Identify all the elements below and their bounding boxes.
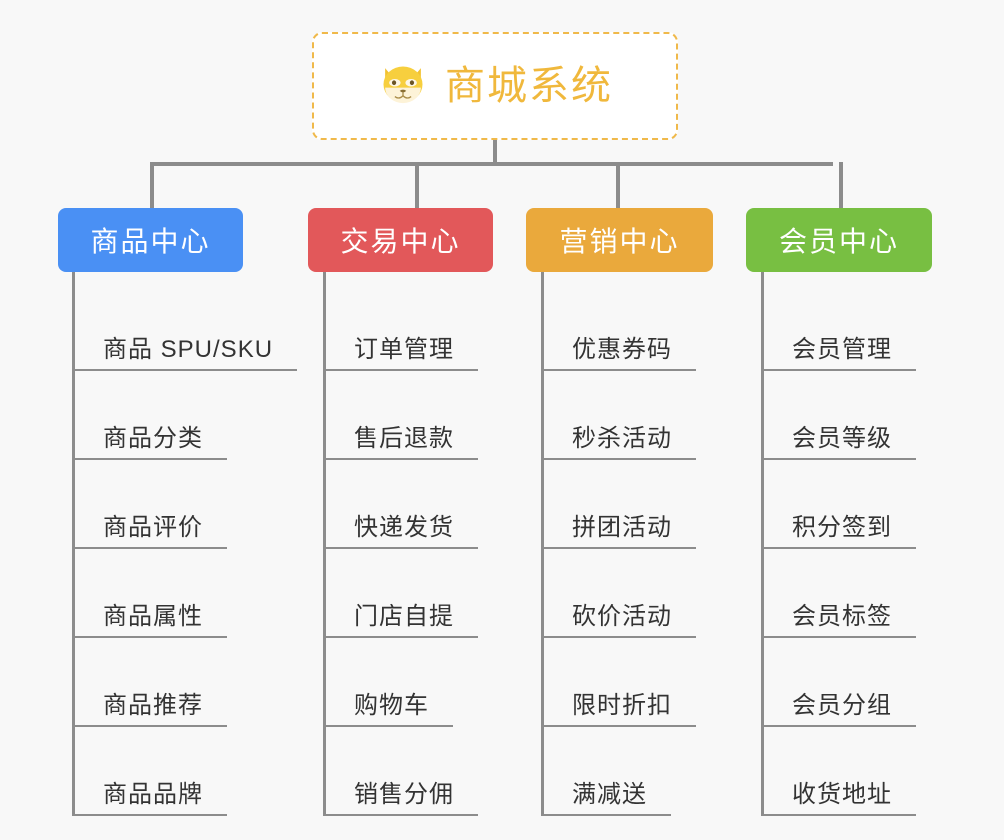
list-item[interactable]: 拼团活动 [544, 460, 756, 549]
leaf-label: 限时折扣 [572, 692, 696, 727]
leaf-label: 收货地址 [792, 781, 916, 816]
leaf-label: 商品属性 [103, 603, 227, 638]
leaf-label: 优惠券码 [572, 336, 696, 371]
root-title: 商城系统 [445, 64, 613, 108]
list-item[interactable]: 商品推荐 [75, 638, 288, 727]
root-node[interactable]: 商城系统 [312, 32, 678, 140]
list-item[interactable]: 会员分组 [764, 638, 976, 727]
list-item[interactable]: 砍价活动 [544, 549, 756, 638]
connector-root-stem [493, 140, 497, 164]
leaf-label: 商品 SPU/SKU [103, 336, 298, 371]
list-item[interactable]: 满减送 [544, 727, 756, 816]
list-item[interactable]: 订单管理 [326, 282, 538, 371]
leaf-label: 商品品牌 [103, 781, 227, 816]
category-label: 交易中心 [340, 226, 461, 257]
connector-horizontal-bus [151, 162, 833, 166]
leaf-label: 商品推荐 [103, 692, 227, 727]
list-item[interactable]: 积分签到 [764, 460, 976, 549]
connector-branch-stub [616, 162, 620, 208]
leaf-label: 积分签到 [792, 514, 916, 549]
list-item[interactable]: 会员管理 [764, 282, 976, 371]
leaf-label: 会员管理 [792, 336, 916, 371]
leaf-label: 购物车 [354, 692, 453, 727]
category-label: 营销中心 [559, 226, 680, 257]
list-item[interactable]: 销售分佣 [326, 727, 538, 816]
branch-column-trade: 交易中心 订单管理 售后退款 快递发货 门店自提 购物车 销售分佣 [308, 162, 538, 816]
list-item[interactable]: 商品分类 [75, 371, 288, 460]
leaf-list-member: 会员管理 会员等级 积分签到 会员标签 会员分组 收货地址 [761, 272, 976, 816]
list-item[interactable]: 商品 SPU/SKU [75, 282, 298, 371]
leaf-label: 销售分佣 [354, 781, 478, 816]
connector-branch-stub [415, 162, 419, 208]
branch-column-marketing: 营销中心 优惠券码 秒杀活动 拼团活动 砍价活动 限时折扣 满减送 [526, 162, 756, 816]
list-item[interactable]: 秒杀活动 [544, 371, 756, 460]
leaf-label: 商品评价 [103, 514, 227, 549]
leaf-label: 订单管理 [354, 336, 478, 371]
leaf-label: 砍价活动 [572, 603, 696, 638]
list-item[interactable]: 购物车 [326, 638, 538, 727]
connector-branch-stub [150, 162, 154, 208]
leaf-label: 快递发货 [354, 514, 478, 549]
leaf-label: 满减送 [572, 781, 671, 816]
leaf-label: 会员分组 [792, 692, 916, 727]
list-item[interactable]: 收货地址 [764, 727, 976, 816]
list-item[interactable]: 快递发货 [326, 460, 538, 549]
list-item[interactable]: 商品品牌 [75, 727, 288, 816]
branch-column-product: 商品中心 商品 SPU/SKU 商品分类 商品评价 商品属性 商品推荐 商品品牌 [58, 162, 298, 816]
category-header-trade[interactable]: 交易中心 [308, 208, 493, 272]
leaf-list-trade: 订单管理 售后退款 快递发货 门店自提 购物车 销售分佣 [323, 272, 538, 816]
leaf-label: 秒杀活动 [572, 425, 696, 460]
list-item[interactable]: 优惠券码 [544, 282, 756, 371]
leaf-list-marketing: 优惠券码 秒杀活动 拼团活动 砍价活动 限时折扣 满减送 [541, 272, 756, 816]
list-item[interactable]: 门店自提 [326, 549, 538, 638]
list-item[interactable]: 商品评价 [75, 460, 288, 549]
list-item[interactable]: 商品属性 [75, 549, 288, 638]
category-label: 商品中心 [90, 226, 211, 257]
list-item[interactable]: 限时折扣 [544, 638, 756, 727]
leaf-label: 会员等级 [792, 425, 916, 460]
connector-branch-stub [839, 162, 843, 208]
category-header-product[interactable]: 商品中心 [58, 208, 243, 272]
category-header-marketing[interactable]: 营销中心 [526, 208, 713, 272]
category-label: 会员中心 [778, 226, 899, 257]
list-item[interactable]: 会员标签 [764, 549, 976, 638]
leaf-label: 商品分类 [103, 425, 227, 460]
leaf-label: 拼团活动 [572, 514, 696, 549]
branch-column-member: 会员中心 会员管理 会员等级 积分签到 会员标签 会员分组 收货地址 [746, 162, 976, 816]
leaf-list-product: 商品 SPU/SKU 商品分类 商品评价 商品属性 商品推荐 商品品牌 [72, 272, 298, 816]
leaf-label: 售后退款 [354, 425, 478, 460]
category-header-member[interactable]: 会员中心 [746, 208, 932, 272]
leaf-label: 会员标签 [792, 603, 916, 638]
shiba-dog-icon [377, 60, 429, 112]
leaf-label: 门店自提 [354, 603, 478, 638]
list-item[interactable]: 售后退款 [326, 371, 538, 460]
list-item[interactable]: 会员等级 [764, 371, 976, 460]
